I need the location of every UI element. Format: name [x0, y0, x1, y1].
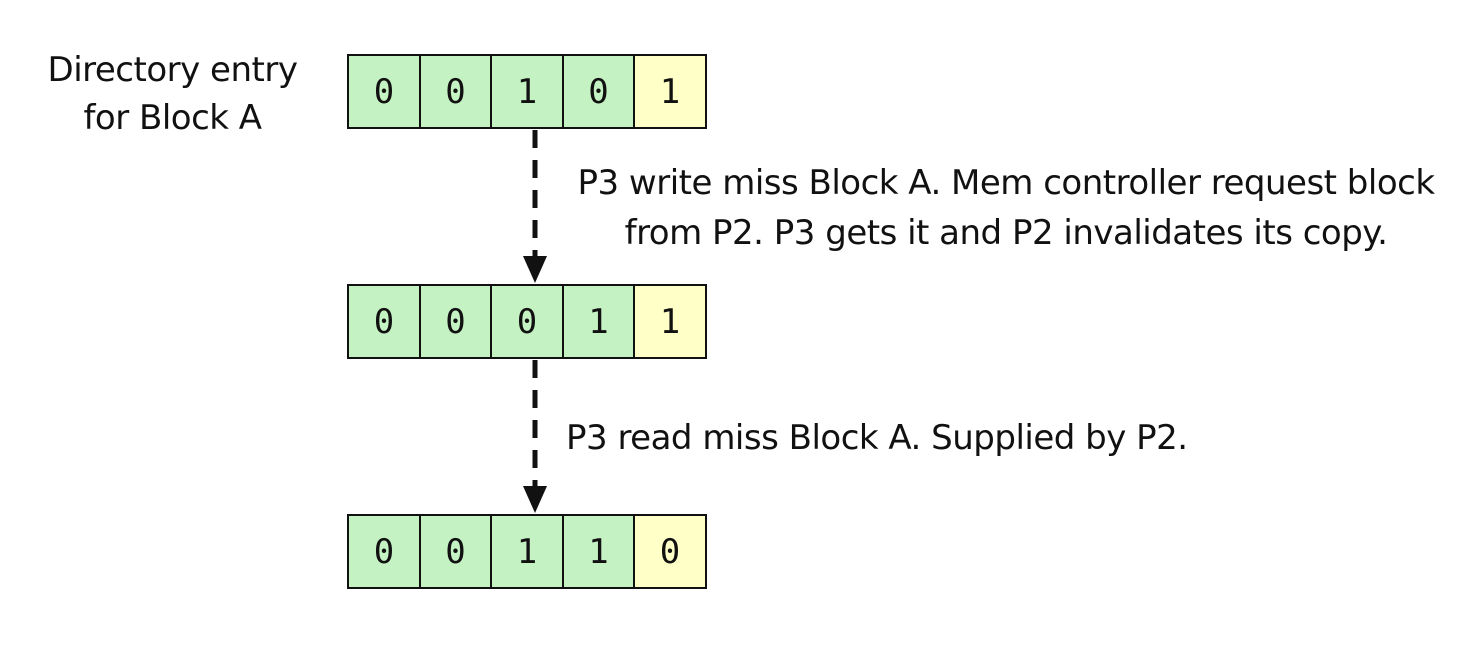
directory-entry-label-line1: Directory entry: [47, 50, 298, 90]
transition-note-line2: from P2. P3 gets it and P2 invalidates i…: [624, 213, 1388, 253]
dirty-bit: 0: [633, 514, 707, 589]
presence-bit-p0: 0: [347, 284, 421, 359]
transition-arrow-1: [523, 130, 547, 283]
directory-entry-state-1: 0 0 1 0 1: [347, 54, 707, 129]
presence-bit-p0: 0: [347, 514, 421, 589]
presence-bit-p1: 0: [418, 514, 493, 589]
directory-entry-label: Directory entry for Block A: [30, 46, 315, 142]
directory-entry-state-3: 0 0 1 1 0: [347, 514, 707, 589]
transition-note-read-miss: P3 read miss Block A. Supplied by P2.: [566, 413, 1196, 463]
dirty-bit: 1: [633, 284, 707, 359]
transition-note-line1: P3 read miss Block A. Supplied by P2.: [566, 418, 1188, 458]
directory-entry-state-2: 0 0 0 1 1: [347, 284, 707, 359]
transition-arrow-2: [523, 360, 547, 513]
presence-bit-p3: 1: [561, 284, 636, 359]
transition-note-write-miss: P3 write miss Block A. Mem controller re…: [566, 158, 1446, 258]
directory-entry-label-line2: for Block A: [83, 98, 262, 138]
presence-bit-p2: 0: [490, 284, 564, 359]
presence-bit-p2: 1: [490, 514, 564, 589]
transition-note-line1: P3 write miss Block A. Mem controller re…: [577, 163, 1435, 203]
presence-bit-p1: 0: [418, 284, 493, 359]
presence-bit-p0: 0: [347, 54, 421, 129]
dirty-bit: 1: [633, 54, 707, 129]
presence-bit-p1: 0: [418, 54, 493, 129]
presence-bit-p3: 0: [561, 54, 636, 129]
